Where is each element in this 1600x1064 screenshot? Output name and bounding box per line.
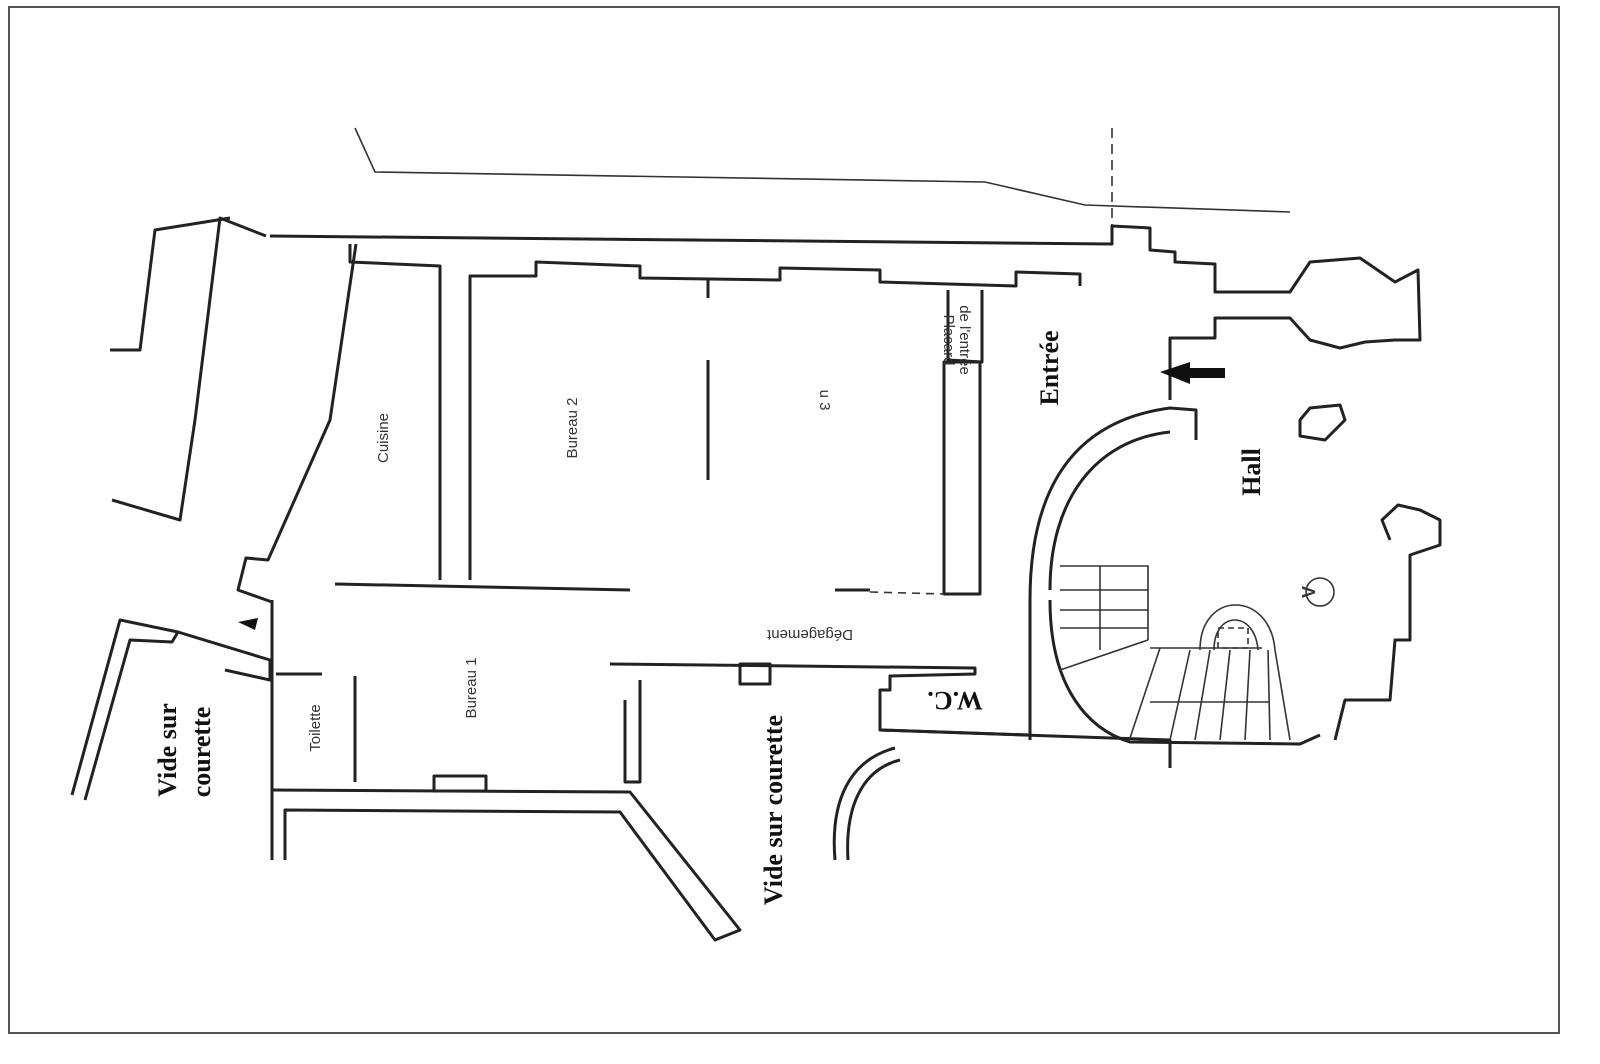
room-label-cuisine: Cuisine xyxy=(375,413,392,463)
street-lines xyxy=(354,127,1291,240)
lift-symbol-icon xyxy=(1305,577,1335,607)
staircase xyxy=(1059,565,1291,741)
small-arrow-icon xyxy=(238,618,258,630)
label-vide-left-2: courette xyxy=(187,707,216,797)
plan-frame xyxy=(8,6,1560,1034)
room-label-placard-1: Placard xyxy=(940,315,957,366)
room-label-toilette: Toilette xyxy=(307,704,324,752)
label-vide-center: Vide sur courette xyxy=(759,715,788,905)
entrance-arrow-icon xyxy=(1160,362,1225,384)
room-label-entree: Entrée xyxy=(1035,330,1064,405)
room-label-bureau-3: u 3 xyxy=(816,390,833,411)
lift-symbol-label: V xyxy=(1299,586,1319,598)
label-vide-left-1: Vide sur xyxy=(153,703,182,797)
exterior-walls xyxy=(70,216,1442,942)
room-label-degagement: Dégagement xyxy=(766,626,853,643)
room-label-hall: Hall xyxy=(1237,448,1266,496)
room-label-bureau-1: Bureau 1 xyxy=(463,658,480,719)
room-label-placard-2: de l'entrée xyxy=(956,305,973,375)
room-label-bureau-2: Bureau 2 xyxy=(564,398,581,459)
room-label-wc: W.C. xyxy=(927,686,982,715)
